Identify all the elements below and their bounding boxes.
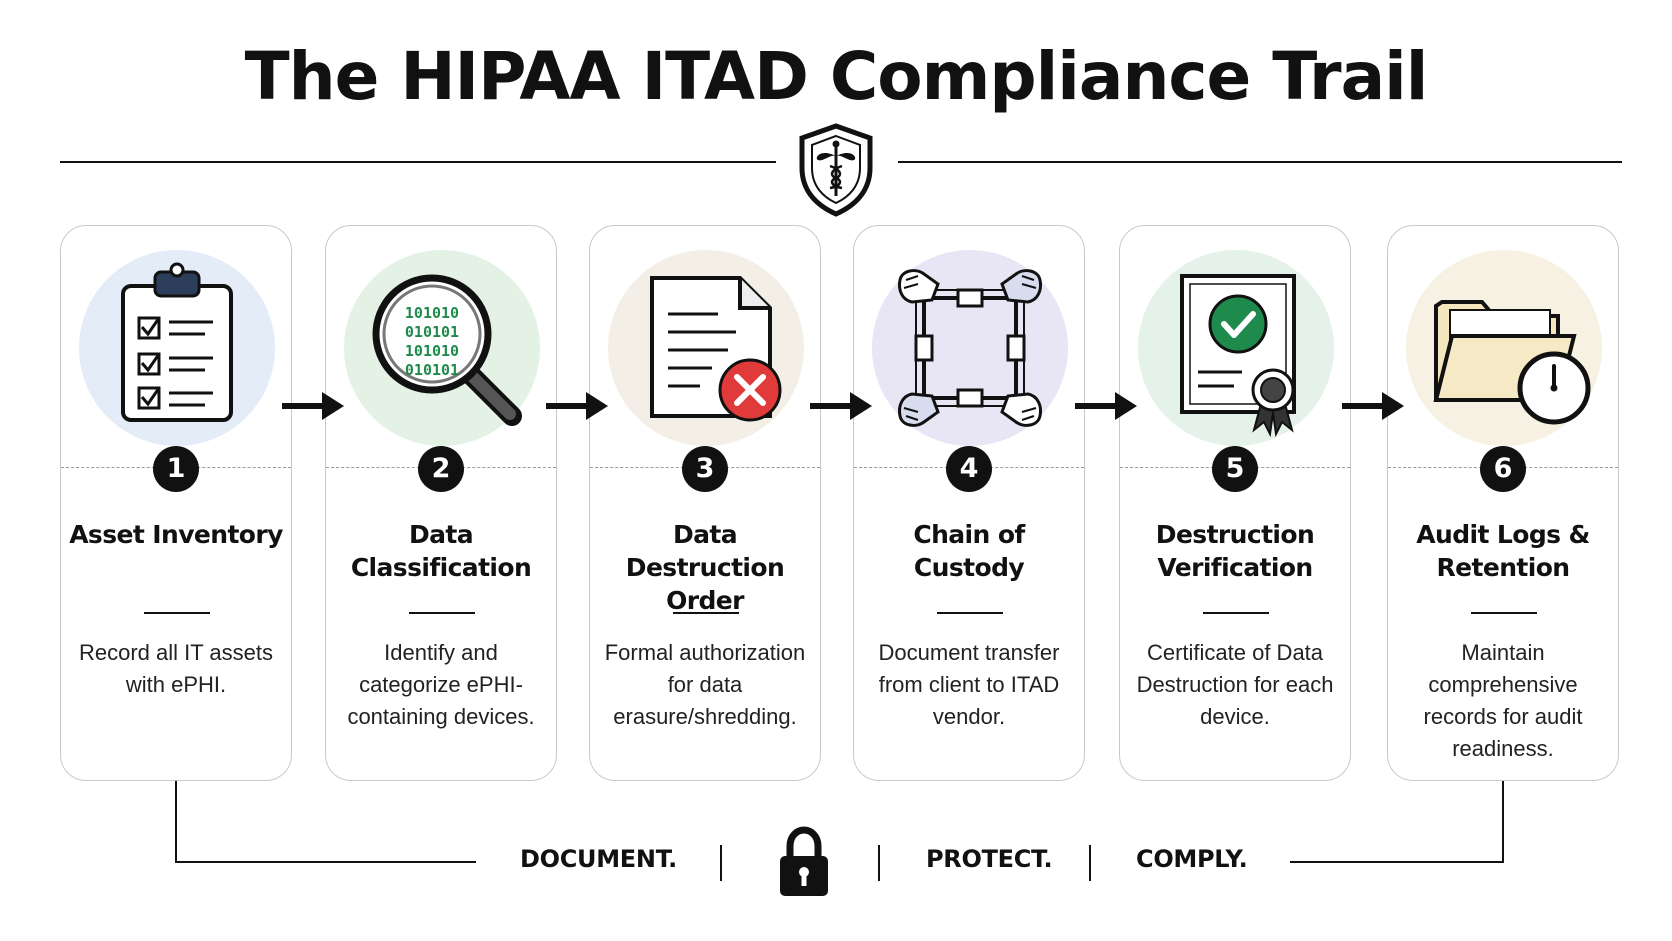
footer-word-comply: COMPLY.: [1136, 845, 1248, 873]
footer-separator: [878, 845, 880, 881]
magnifier-binary-icon: 101010 010101 101010 010101: [372, 274, 522, 426]
title-rule-right: [898, 161, 1622, 163]
arrow-right-icon: [282, 392, 344, 420]
title-underline: [673, 612, 739, 614]
footer-separator: [1089, 845, 1091, 881]
document-x-icon: [650, 276, 782, 422]
step-card-4: 4 Chain of Custody Document transfer fro…: [853, 225, 1085, 781]
step-title: Audit Logs & Retention: [1416, 520, 1590, 582]
linked-hands-icon: [898, 269, 1042, 427]
footer-connector-left-vertical: [175, 781, 177, 863]
footer-connector-right-vertical: [1502, 781, 1504, 863]
step-number: 2: [418, 446, 464, 492]
binary-row-3: 101010: [405, 342, 459, 360]
step-card-1: 1 Asset Inventory Record all IT assets w…: [60, 225, 292, 781]
arrow-right-icon: [1075, 392, 1137, 420]
arrow-right-icon: [1342, 392, 1404, 420]
step-description: Maintain comprehensive records for audit…: [1423, 640, 1583, 761]
step-title: Chain of Custody: [913, 520, 1025, 582]
title-underline: [1203, 612, 1269, 614]
step-title: Destruction Verification: [1155, 520, 1315, 582]
step-number: 5: [1212, 446, 1258, 492]
step-description: Identify and categorize ePHI-containing …: [347, 640, 535, 729]
step-number: 1: [153, 446, 199, 492]
step-card-2: 101010 010101 101010 010101 2 Data Class…: [325, 225, 557, 781]
footer-word-document: DOCUMENT.: [520, 845, 677, 873]
title-underline: [409, 612, 475, 614]
step-number: 6: [1480, 446, 1526, 492]
step-description: Document transfer from client to ITAD ve…: [878, 640, 1060, 729]
shield-caduceus-icon: [799, 123, 873, 217]
title-underline: [1471, 612, 1537, 614]
folder-clock-icon: [1433, 300, 1591, 425]
binary-row-1: 101010: [405, 304, 459, 322]
step-description: Record all IT assets with ePHI.: [78, 640, 273, 697]
step-title: Data Destruction Order: [625, 520, 785, 615]
step-number: 3: [682, 446, 728, 492]
binary-row-2: 010101: [405, 323, 459, 341]
title-underline: [937, 612, 1003, 614]
padlock-icon: [780, 826, 828, 896]
step-card-5: 5 Destruction Verification Certificate o…: [1119, 225, 1351, 781]
certificate-check-icon: [1180, 274, 1296, 438]
footer-connector-left-horizontal: [175, 861, 476, 863]
step-number: 4: [946, 446, 992, 492]
step-card-3: 3 Data Destruction Order Formal authoriz…: [589, 225, 821, 781]
title-rule-left: [60, 161, 776, 163]
binary-row-4: 010101: [405, 361, 459, 379]
title-underline: [144, 612, 210, 614]
step-title: Data Classification: [350, 520, 532, 582]
footer-separator: [720, 845, 722, 881]
page-title: The HIPAA ITAD Compliance Trail: [244, 38, 1429, 115]
clipboard-checklist-icon: [121, 262, 233, 422]
arrow-right-icon: [546, 392, 608, 420]
step-description: Certificate of Data Destruction for each…: [1136, 640, 1334, 729]
step-card-6: 6 Audit Logs & Retention Maintain compre…: [1387, 225, 1619, 781]
footer-word-protect: PROTECT.: [926, 845, 1053, 873]
step-description: Formal authorization for data erasure/sh…: [604, 640, 806, 729]
step-title: Asset Inventory: [69, 520, 283, 549]
arrow-right-icon: [810, 392, 872, 420]
footer-connector-right-horizontal: [1290, 861, 1504, 863]
